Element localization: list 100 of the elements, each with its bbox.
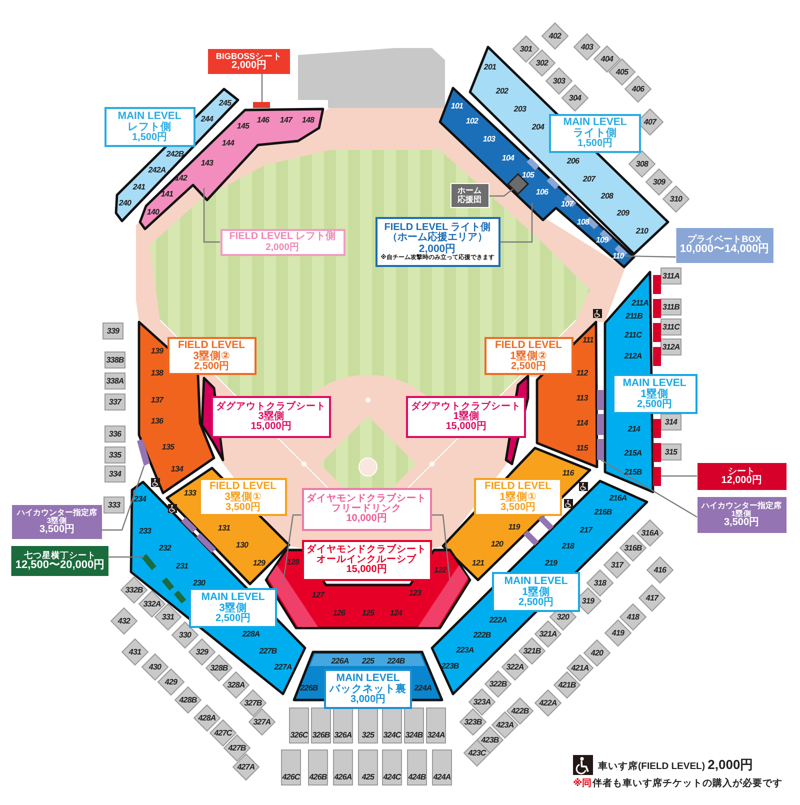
section-number: 311B <box>662 302 680 312</box>
seat-strip <box>174 590 186 604</box>
section-number: 319 <box>582 596 594 606</box>
section-number: 126 <box>332 608 346 618</box>
section-number: 224A <box>414 684 432 692</box>
section-number: 211C <box>624 330 642 340</box>
section-number: 103 <box>482 134 496 144</box>
section-number: 321B <box>523 646 541 656</box>
section-number: 309 <box>652 178 666 186</box>
leader-line <box>500 203 533 243</box>
section-number: 422A <box>539 698 557 708</box>
section-number: 223B <box>441 662 459 670</box>
section-number: 339 <box>106 326 120 336</box>
leader-line <box>432 514 451 582</box>
section-number: 429 <box>164 678 178 686</box>
section-number: 215A <box>624 448 642 458</box>
section-number: 120 <box>490 540 504 548</box>
section-number: 233 <box>138 526 152 536</box>
section-number: 322A <box>506 662 524 672</box>
section-number: 242A <box>148 166 166 174</box>
leader-line <box>600 459 698 518</box>
leader-line <box>261 74 263 102</box>
section-number: 202 <box>496 86 508 96</box>
section-number: 108 <box>576 218 590 226</box>
section-number: 320 <box>556 612 570 622</box>
section-number: 322B <box>489 680 507 688</box>
section-number: 139 <box>150 346 164 356</box>
leader-line <box>108 556 144 558</box>
section-number: 125 <box>362 608 374 618</box>
price-callout: FIELD LEVEL 3塁側② 2,500円 <box>167 337 256 376</box>
section-number: 119 <box>508 522 520 532</box>
section-number: 109 <box>596 236 608 244</box>
section-number: 106 <box>536 188 548 196</box>
leader-line <box>203 188 220 243</box>
section-number: 240 <box>118 198 132 208</box>
seat-strip <box>142 554 156 570</box>
section-number: 336 <box>108 430 122 438</box>
price-callout: プライベートBOX 10,000〜14,000円 <box>676 228 774 263</box>
section-number: 329 <box>196 648 208 656</box>
section-number: 227B <box>259 646 277 656</box>
section-number: 312A <box>662 342 680 352</box>
section-number: 323A <box>473 698 491 706</box>
section-number: 234 <box>134 494 146 504</box>
seat-strip <box>181 517 197 533</box>
section-number: 242B <box>166 150 184 158</box>
section-number: 211B <box>626 312 642 320</box>
section-number: 302 <box>536 58 548 68</box>
section-number: 115 <box>576 444 588 452</box>
section-number: 316B <box>624 544 642 552</box>
section-number: 228A <box>242 630 260 638</box>
section-number: 114 <box>576 418 588 428</box>
section-number: 124 <box>390 608 402 618</box>
section-number: 113 <box>576 394 588 402</box>
section-number: 311A <box>662 272 680 280</box>
price-callout: FIELD LEVEL 1塁側① 3,500円 <box>474 478 562 516</box>
section-number: 212A <box>624 352 642 360</box>
price-callout: MAIN LEVEL 1塁側 2,500円 <box>492 572 580 612</box>
section-number: 217 <box>580 526 592 534</box>
section-number: 431 <box>128 648 142 656</box>
seat-strips <box>597 390 604 460</box>
section-number: 110 <box>612 252 624 260</box>
section-number: 404 <box>600 54 614 64</box>
section-number: 227A <box>274 662 292 672</box>
section-number: 148 <box>302 116 314 124</box>
section-number: 328B <box>210 664 228 672</box>
note-text: ※同伴者も車いす席チケットの購入が必要です <box>573 778 782 790</box>
section-number: 303 <box>552 76 566 86</box>
section-number: 121 <box>472 558 484 568</box>
section-number: 216A <box>609 494 627 502</box>
price-callout: BIGBOSSシート 2,000円 <box>208 49 290 74</box>
price-callout: MAIN LEVEL バックネット裏 3,000円 <box>324 669 412 709</box>
section-number: 140 <box>146 208 160 216</box>
section-number: 131 <box>218 524 230 532</box>
section-number: 424A <box>433 772 451 782</box>
section-number: 421B <box>558 680 576 690</box>
section-number: 335 <box>108 450 122 460</box>
section-number: 301 <box>520 44 532 54</box>
section-number: 310 <box>670 194 682 204</box>
price-callout: FIELD LEVEL レフト側 2,000円 <box>220 229 345 256</box>
section-number: 430 <box>148 662 162 672</box>
price-callout: ダグアウトクラブシート 3塁側 15,000円 <box>211 396 331 438</box>
section-number: 321A <box>539 630 557 638</box>
section-number: 219 <box>544 558 558 568</box>
section-number: 201 <box>484 62 496 72</box>
section-number: 425 <box>362 772 374 782</box>
section-number: 101 <box>450 102 464 110</box>
leader-line <box>661 475 697 477</box>
price-callout: MAIN LEVEL 1塁側 2,500円 <box>612 374 697 414</box>
section-number: 241 <box>132 182 146 192</box>
box-seat-strip <box>614 244 628 258</box>
section-number: 208 <box>600 192 614 200</box>
section-number: 326A <box>334 730 352 740</box>
section-number: 133 <box>184 488 196 498</box>
section-number: 315 <box>664 448 678 456</box>
seat-strip <box>162 578 174 590</box>
section-number: 127 <box>312 590 324 600</box>
section-number: 327A <box>253 718 271 726</box>
price-callout: ダイヤモンドクラブシート オールインクルーシブ 15,000円 <box>302 540 432 581</box>
section-number: 337 <box>108 398 122 406</box>
section-number: 428B <box>179 696 197 704</box>
